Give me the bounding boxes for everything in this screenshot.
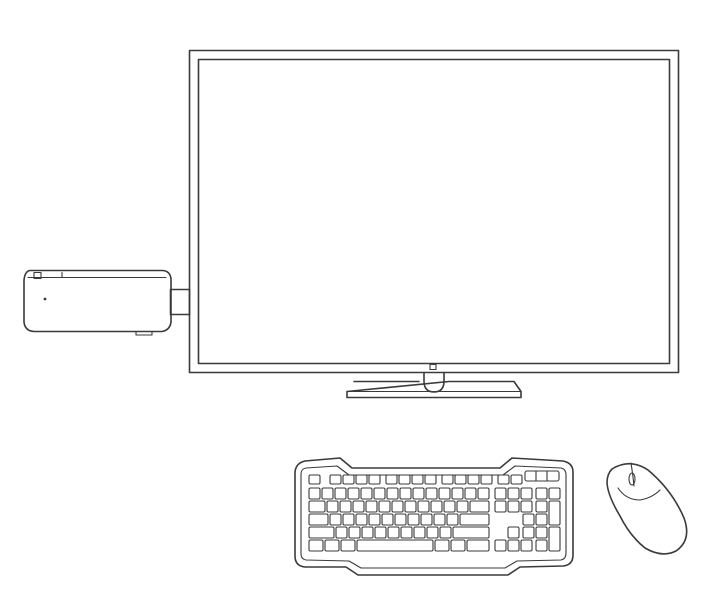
mouse-scroll-wheel <box>628 472 636 486</box>
keyboard-plate <box>300 465 567 569</box>
keyboard-function-row <box>308 470 560 485</box>
hdmi-connector <box>169 288 191 316</box>
keyboard-body <box>294 457 574 576</box>
keyboard-qwerty-row <box>308 500 561 526</box>
spacebar-key <box>356 539 434 552</box>
tv-screen <box>197 58 671 365</box>
stick-pc <box>23 269 191 336</box>
keyboard-number-row <box>308 487 561 500</box>
mouse-body <box>606 462 688 555</box>
keyboard-home-row <box>308 513 548 526</box>
stick-pc-foot <box>135 330 153 336</box>
tv-stand-base <box>346 380 522 399</box>
tv-outer-bezel <box>188 49 680 374</box>
keyboard-shift-row <box>308 526 561 552</box>
mouse-button-split <box>630 462 635 487</box>
power-button <box>33 271 42 280</box>
mouse <box>606 462 688 555</box>
stick-pc-body <box>23 269 172 333</box>
tv-monitor <box>188 49 680 399</box>
keyboard-bottom-row <box>308 539 548 552</box>
mouse-button-edge <box>617 487 661 501</box>
keyboard <box>294 457 574 576</box>
tv-logo <box>429 363 437 371</box>
power-led <box>43 297 47 301</box>
